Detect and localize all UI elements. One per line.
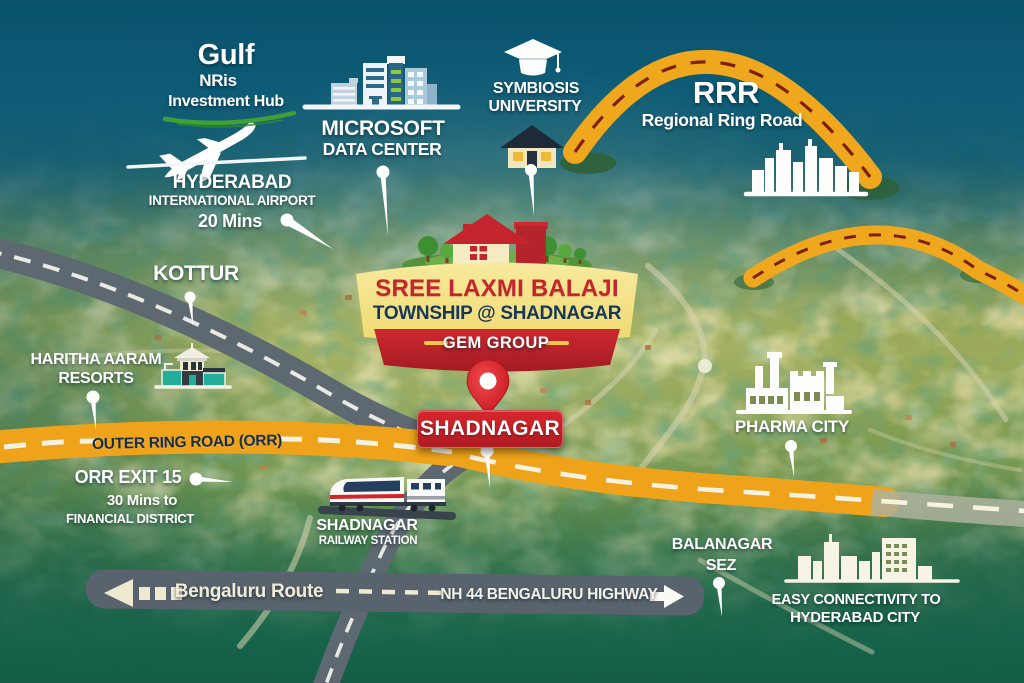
banner-ribbon xyxy=(374,329,620,372)
gulf-subtitle: NRis xyxy=(199,71,237,90)
city-skyline-icon xyxy=(743,139,869,197)
shadnagar-location-label: SHADNAGAR xyxy=(417,410,563,448)
rrr-subtitle: Regional Ring Road xyxy=(641,110,803,130)
resort-icon xyxy=(154,343,232,389)
symbiosis-subtitle: UNIVERSITY xyxy=(488,98,582,115)
shadnagar-location-text: SHADNAGAR xyxy=(419,417,561,440)
regional-ring-road-arc xyxy=(563,49,882,189)
orr-road-label: OUTER RING ROAD (ORR) xyxy=(91,432,283,453)
right-arrow-icon xyxy=(650,585,684,608)
gulf-caption: Investment Hub xyxy=(168,93,284,110)
banner-ribbon-label: GEM GROUP xyxy=(442,334,550,352)
office-buildings-icon xyxy=(302,56,461,110)
airport-pin xyxy=(280,213,333,249)
train-icon xyxy=(318,477,456,520)
balanagar-title: BALANAGAR xyxy=(671,536,773,553)
microsoft-subtitle: DATA CENTER xyxy=(322,139,442,159)
microsoft-pin xyxy=(376,165,390,236)
haritha-subtitle: RESORTS xyxy=(58,370,134,387)
banner-subtitle: TOWNSHIP @ SHADNAGAR xyxy=(372,303,622,324)
railway-subtitle: RAILWAY STATION xyxy=(318,535,418,547)
banner-title: SREE LAXMI BALAJI xyxy=(375,275,619,302)
hyderabad-connectivity-line2: HYDERABAD CITY xyxy=(790,609,920,626)
haritha-pin xyxy=(86,390,100,430)
ring-road-arc-2 xyxy=(743,225,1024,306)
railway-title: SHADNAGAR xyxy=(316,517,418,534)
orr-exit-title: ORR EXIT 15 xyxy=(74,467,182,487)
hyderabad-skyline-icon xyxy=(784,534,960,583)
factory-icon xyxy=(736,352,852,414)
project-banner xyxy=(356,214,638,372)
school-house-icon xyxy=(500,125,564,168)
rural-paths xyxy=(58,245,1022,655)
bengaluru-route-label: Bengaluru Route xyxy=(174,581,324,602)
symbiosis-pin xyxy=(525,164,537,216)
kottur-label: KOTTUR xyxy=(153,262,239,285)
banner-trees xyxy=(418,236,586,264)
township-house-icon xyxy=(443,214,548,266)
graduation-cap-icon xyxy=(504,39,562,76)
orr-exit-dest: FINANCIAL DISTRICT xyxy=(66,511,194,526)
band-dashes xyxy=(335,588,448,596)
investment-swoosh xyxy=(162,110,297,128)
banner-plate xyxy=(356,262,638,344)
nh44-south-road xyxy=(313,436,491,683)
pharma-pin xyxy=(785,440,797,477)
gulf-title: Gulf xyxy=(197,39,255,71)
hyderabad-connectivity-line1: EASY CONNECTIVITY TO xyxy=(771,592,941,608)
balanagar-pin xyxy=(713,577,725,617)
runway-line xyxy=(126,156,307,169)
nh44-label: NH 44 BENGALURU HIGHWAY xyxy=(440,586,658,603)
balanagar-subtitle: SEZ xyxy=(705,557,737,574)
airport-time: 20 Mins xyxy=(198,211,262,231)
orr-exit-pin xyxy=(189,472,233,486)
rrr-title: RRR xyxy=(692,75,760,110)
symbiosis-title: SYMBIOSIS xyxy=(492,80,580,97)
orr-exit-time: 30 Mins to xyxy=(106,492,178,509)
outer-ring-road xyxy=(0,420,1024,527)
haritha-title: HARITHA AARAM xyxy=(30,351,162,368)
airport-title: HYDERABAD xyxy=(172,172,292,193)
left-arrow-icon xyxy=(104,579,182,607)
nh44-highway-band xyxy=(85,569,704,616)
pharma-label: PHARMA CITY xyxy=(734,417,850,436)
airport-subtitle: INTERNATIONAL AIRPORT xyxy=(148,193,316,208)
microsoft-title: MICROSOFT xyxy=(321,117,445,140)
kottur-pin xyxy=(184,291,196,326)
